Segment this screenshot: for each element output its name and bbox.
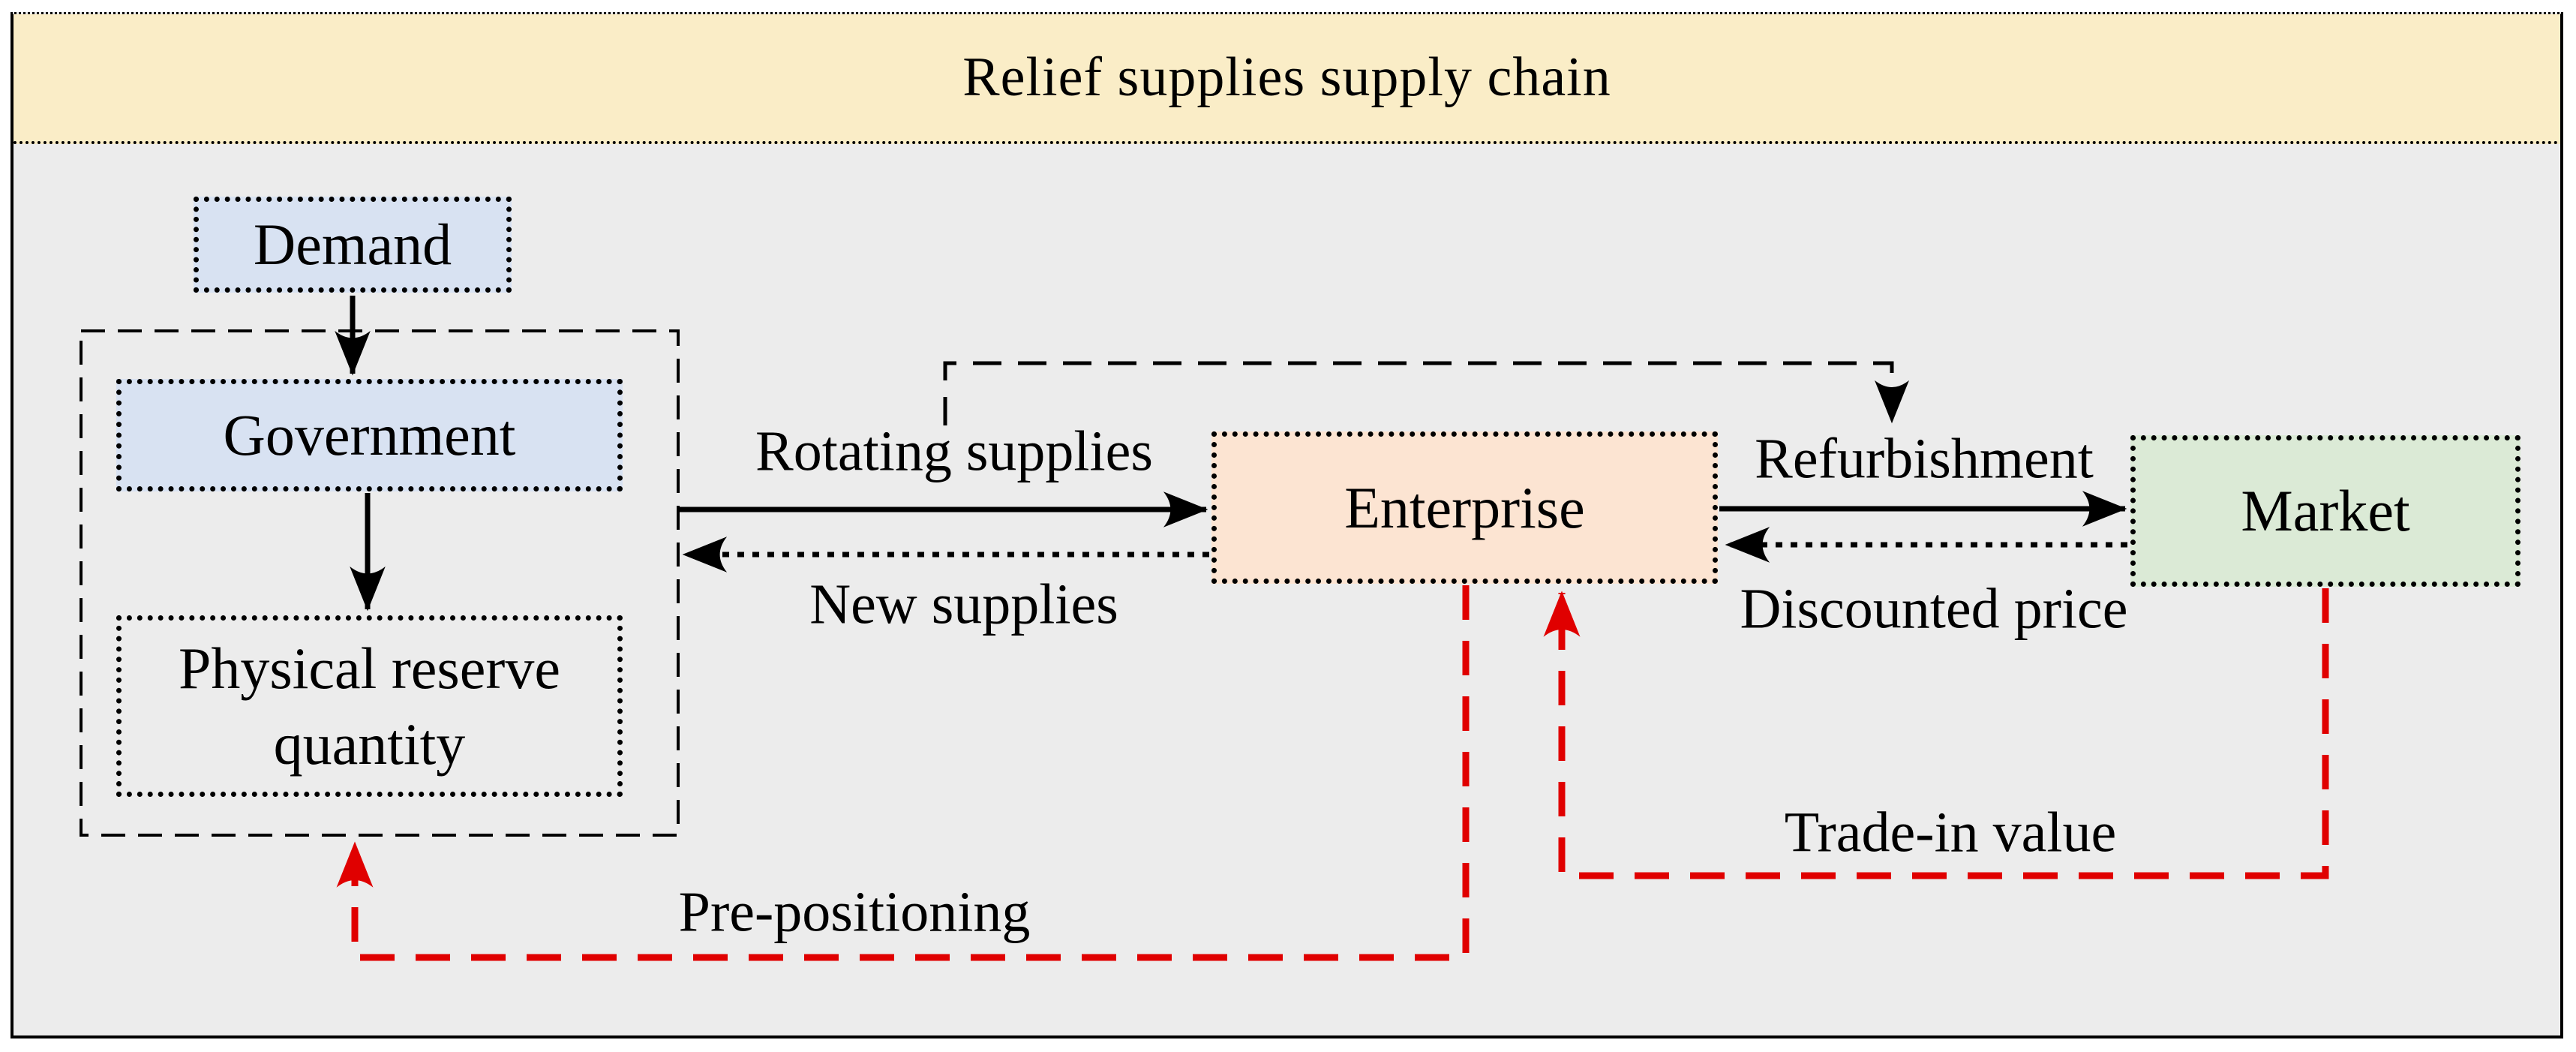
label-pre-positioning: Pre-positioning <box>678 880 1031 944</box>
node-physical-reserve-quantity-label: Physical reserve quantity <box>179 635 560 777</box>
node-demand: Demand <box>194 197 512 293</box>
figure-title: Relief supplies supply chain <box>962 47 1611 108</box>
node-market: Market <box>2130 435 2520 587</box>
node-government: Government <box>116 379 623 491</box>
label-trade-in-value: Trade-in value <box>1784 801 2117 864</box>
title-band: Relief supplies supply chain <box>14 14 2560 144</box>
node-government-label: Government <box>223 402 516 468</box>
label-refurbishment: Refurbishment <box>1755 427 2094 491</box>
node-demand-label: Demand <box>253 212 452 278</box>
node-enterprise: Enterprise <box>1211 431 1718 584</box>
label-discounted-price: Discounted price <box>1740 577 2128 641</box>
node-physical-reserve-quantity: Physical reserve quantity <box>116 615 623 797</box>
label-rotating-supplies: Rotating supplies <box>755 419 1153 483</box>
label-new-supplies: New supplies <box>809 573 1118 636</box>
node-market-label: Market <box>2241 478 2410 544</box>
node-enterprise-label: Enterprise <box>1344 474 1585 540</box>
